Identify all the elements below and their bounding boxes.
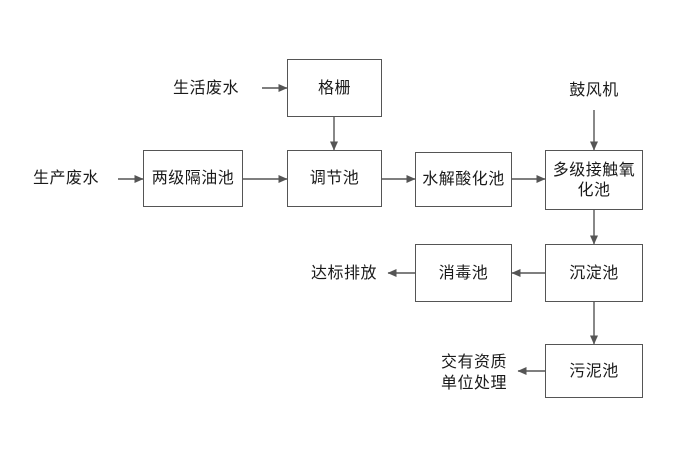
node-contact-oxidation[interactable]: 多级接触氧 化池: [545, 150, 643, 210]
node-disinfection-tank[interactable]: 消毒池: [415, 244, 512, 302]
label-compliant-discharge: 达标排放: [298, 259, 390, 287]
node-sludge-tank-label: 污泥池: [569, 360, 619, 380]
label-production-wastewater: 生产废水: [16, 164, 116, 192]
label-blower: 鼓风机: [556, 76, 632, 104]
label-domestic-wastewater-text: 生活废水: [172, 77, 239, 97]
node-regulating-tank-label: 调节池: [309, 168, 360, 188]
label-production-wastewater-text: 生产废水: [32, 167, 99, 187]
node-oil-separation[interactable]: 两级隔油池: [143, 150, 243, 207]
node-grating-label: 格栅: [317, 77, 351, 97]
node-contact-oxidation-label: 多级接触氧 化池: [552, 159, 636, 199]
node-hydrolysis-tank-label: 水解酸化池: [422, 169, 505, 189]
node-hydrolysis-tank[interactable]: 水解酸化池: [415, 152, 512, 207]
node-sedimentation-tank-label: 沉淀池: [569, 262, 619, 282]
label-qualified-unit-text: 交有资质 单位处理: [440, 352, 507, 392]
label-qualified-unit: 交有资质 单位处理: [428, 350, 520, 396]
node-sedimentation-tank[interactable]: 沉淀池: [545, 244, 643, 302]
node-oil-separation-label: 两级隔油池: [151, 168, 235, 188]
label-domestic-wastewater: 生活废水: [156, 74, 256, 102]
node-disinfection-tank-label: 消毒池: [438, 262, 489, 282]
node-regulating-tank[interactable]: 调节池: [287, 150, 382, 207]
label-blower-text: 鼓风机: [569, 79, 619, 99]
node-grating[interactable]: 格栅: [287, 59, 382, 117]
node-sludge-tank[interactable]: 污泥池: [545, 344, 643, 398]
label-compliant-discharge-text: 达标排放: [310, 262, 377, 282]
